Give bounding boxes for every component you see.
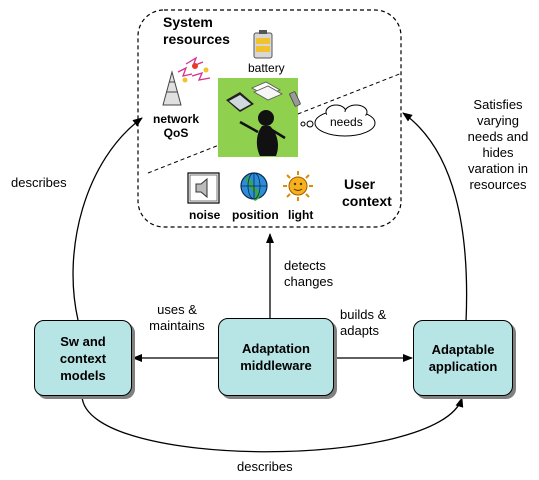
describes-left-label: describes <box>11 175 67 190</box>
network-qos-label: network QoS <box>152 112 199 140</box>
person-icon <box>239 110 286 156</box>
position-label: position <box>232 208 279 222</box>
antenna-icon <box>162 56 211 106</box>
sw-context-models-box: Sw and context models <box>34 320 132 396</box>
describes-bottom-label: describes <box>237 459 293 474</box>
battery-icon <box>253 30 273 59</box>
sun-icon <box>283 171 313 201</box>
speaker-icon <box>187 172 220 204</box>
edge-models-to-cloud <box>72 117 143 321</box>
builds-adapts-label: builds & adapts <box>340 307 387 338</box>
noise-label: noise <box>189 208 221 222</box>
needs-thought-cloud <box>300 104 376 137</box>
edge-application-to-cloud <box>402 112 468 323</box>
uses-maintains-label: uses & maintains <box>149 302 205 333</box>
detects-changes-label: detects changes <box>284 258 334 289</box>
satisfies-label: Satisfies varying needs and hides varati… <box>467 97 529 192</box>
edge-models-to-application <box>81 395 464 453</box>
needs-label: needs <box>330 115 363 129</box>
system-resources-label: System resources <box>163 14 230 47</box>
adaptation-middleware-box: Adaptation middleware <box>218 318 334 396</box>
papers-icon <box>251 81 283 101</box>
globe-icon <box>240 172 268 201</box>
light-label: light <box>288 208 314 222</box>
adaptable-application-box: Adaptable application <box>413 320 513 396</box>
laptop-icon <box>226 92 254 112</box>
phone-icon <box>289 91 301 107</box>
battery-label: battery <box>248 61 285 75</box>
user-context-label: User context <box>342 176 392 209</box>
